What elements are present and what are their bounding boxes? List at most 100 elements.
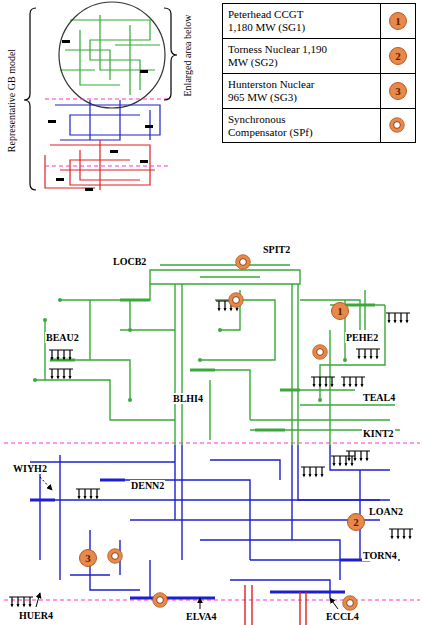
thumbnail-loads [140, 160, 148, 163]
callout-number: 3 [85, 552, 91, 564]
thumbnail-loads [140, 70, 148, 73]
load-symbol [386, 313, 410, 324]
bus-label: SPIT2 [262, 244, 291, 255]
brace [24, 8, 177, 190]
generator-marker: 3 [389, 82, 407, 100]
green-network [209, 380, 210, 440]
green-network [174, 284, 175, 445]
green-busbar [50, 300, 375, 430]
thumbnail-loads [56, 178, 64, 181]
thumbnail-loads [62, 40, 70, 43]
cell-text: Peterhead CCGT 1,180 MW (SG1) [228, 8, 330, 34]
load-symbol [76, 489, 100, 500]
load-symbol [9, 597, 33, 608]
bus-label: WIYH2 [12, 463, 48, 474]
brace [164, 8, 177, 100]
load-symbol [49, 369, 73, 380]
thumbnail-green [65, 50, 110, 80]
green-network [35, 380, 175, 420]
generator-marker: 3 [79, 549, 97, 567]
blue-network [59, 455, 60, 580]
brace [24, 8, 36, 190]
green-node [33, 298, 347, 402]
bus-label: TORN4 [362, 550, 398, 561]
blue-busbar [100, 479, 125, 482]
generator-marker: 1 [331, 302, 349, 320]
callout-number: 1 [395, 15, 401, 27]
boundary-line [45, 99, 170, 100]
callout-number: 2 [353, 516, 359, 528]
green-node [128, 398, 132, 402]
thumbnail-loads [48, 40, 153, 191]
thumbnail-green [60, 15, 160, 95]
green-node [198, 358, 202, 362]
compensator-symbol [390, 118, 405, 133]
bus-label: LOAN2 [368, 506, 404, 517]
table-grid [381, 4, 416, 39]
cell-text: Synchronous Compensator (SPf) [228, 113, 330, 139]
enlarged-area-circle [59, 2, 165, 108]
callout-number: 2 [395, 50, 401, 62]
load-symbol [311, 377, 335, 388]
green-network [297, 284, 298, 445]
blue-network [39, 470, 40, 560]
load-symbol [356, 349, 380, 360]
table-cell: Torness Nuclear 1,190 MW (SG2) [222, 38, 381, 74]
callout-number: 1 [337, 305, 343, 317]
green-busbar [50, 359, 75, 362]
blue-network [30, 445, 400, 598]
blue-network [130, 519, 380, 520]
green-network [280, 389, 355, 390]
green-node [218, 328, 222, 332]
thumbnail-green [60, 45, 160, 70]
green-busbar [280, 389, 300, 392]
bus-label: ELVA4 [185, 611, 218, 622]
cell-text: Hunterston Nuclear 965 MW (SG3) [228, 78, 330, 104]
boundary-line [4, 443, 420, 444]
cell-text: Torness Nuclear 1,190 MW (SG2) [228, 43, 330, 69]
blue-network [174, 445, 175, 520]
blue-busbar [270, 591, 345, 594]
green-network [150, 270, 300, 284]
compensator-symbol [108, 549, 123, 564]
red-network [244, 585, 245, 625]
table-grid [381, 109, 416, 143]
red-network [251, 585, 252, 625]
thumbnail-green [129, 25, 130, 95]
blue-busbar [30, 499, 55, 502]
leader-arrow [200, 598, 201, 609]
table-cell: Hunterston Nuclear 965 MW (SG3) [222, 73, 381, 109]
bus-label: LOCB2 [112, 256, 147, 267]
blue-network [181, 445, 182, 560]
compensator-symbol [343, 596, 358, 611]
green-busbar [120, 299, 150, 302]
green-node [33, 378, 37, 382]
thumbnail-blue [55, 100, 160, 140]
load-symbol [9, 301, 413, 608]
green-network [200, 300, 275, 360]
table-cell: Synchronous Compensator (SPf) [222, 108, 381, 143]
green-network [320, 305, 385, 400]
compensator-symbol [236, 255, 251, 270]
thumbnail-red [60, 169, 155, 170]
boundary-line [45, 166, 170, 167]
thumbnail-red [80, 150, 140, 180]
thumbnail-red [99, 140, 100, 190]
green-node [58, 298, 62, 302]
thumbnail-loads [48, 120, 56, 123]
load-symbol [341, 377, 365, 388]
red-network [299, 592, 300, 625]
green-network [181, 284, 182, 445]
bus-label: BEAU2 [45, 332, 80, 343]
compensator-symbol [313, 345, 328, 360]
blue-network [90, 530, 140, 590]
load-symbol [301, 467, 325, 478]
blue-network [291, 445, 292, 540]
bus-label: DENN2 [130, 480, 165, 491]
green-network [130, 284, 150, 330]
compensator-symbol [108, 255, 358, 611]
green-node [343, 358, 347, 362]
green-network [200, 276, 260, 277]
green-network [300, 404, 395, 405]
thumbnail-loads [145, 125, 153, 128]
